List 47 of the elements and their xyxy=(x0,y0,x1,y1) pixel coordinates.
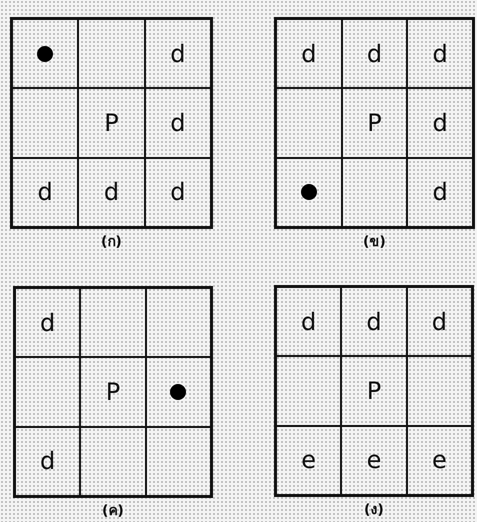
grid-cell: P xyxy=(80,357,146,427)
grid-board xyxy=(10,17,213,229)
grid-cell xyxy=(146,288,211,358)
grid-cell: d xyxy=(407,19,473,88)
grid-cell xyxy=(12,19,78,88)
grid-cell xyxy=(342,158,408,227)
caption-label: (ค) xyxy=(102,502,124,521)
grid-cell: d xyxy=(406,287,472,356)
grid-cell: d xyxy=(276,287,342,356)
grid-cell: d xyxy=(341,287,407,356)
grid-cell: P xyxy=(342,88,408,158)
grid-cell: d xyxy=(15,426,80,496)
grid-cell xyxy=(12,88,78,158)
grid-cell: P xyxy=(341,356,407,426)
grid-cell: P xyxy=(78,88,145,158)
grid-cell xyxy=(276,88,342,158)
grid-cell: d xyxy=(144,158,211,227)
grid-cell xyxy=(78,19,145,88)
dot xyxy=(300,184,317,200)
grid-cell xyxy=(276,158,342,227)
grid-cell: d xyxy=(12,158,78,227)
caption-label: (ข) xyxy=(363,233,386,252)
grid-cell xyxy=(406,356,472,426)
grid-cell: e xyxy=(276,426,342,495)
grid-cell: e xyxy=(341,426,407,495)
grid-cell xyxy=(80,426,146,496)
grid-cell xyxy=(146,357,211,427)
grid-cell xyxy=(146,426,211,496)
grid-cell: d xyxy=(407,158,473,227)
caption-label: (ก) xyxy=(101,233,122,252)
grid-cell: e xyxy=(406,426,472,495)
grid-board xyxy=(274,285,474,497)
grid-board xyxy=(13,286,213,498)
grid-cell: d xyxy=(342,19,408,88)
grid-cell xyxy=(15,357,80,427)
dot xyxy=(37,46,54,62)
grid-cell: d xyxy=(144,19,211,88)
grid-board xyxy=(274,17,475,229)
grid-cell: d xyxy=(15,288,80,358)
dot xyxy=(170,384,186,400)
grid-cell xyxy=(276,356,342,426)
caption-label: (ง) xyxy=(364,501,384,520)
grid-cell xyxy=(80,288,146,358)
grid-cell: d xyxy=(144,88,211,158)
grid-cell: d xyxy=(276,19,342,88)
grid-cell: d xyxy=(407,88,473,158)
grid-cell: d xyxy=(78,158,145,227)
